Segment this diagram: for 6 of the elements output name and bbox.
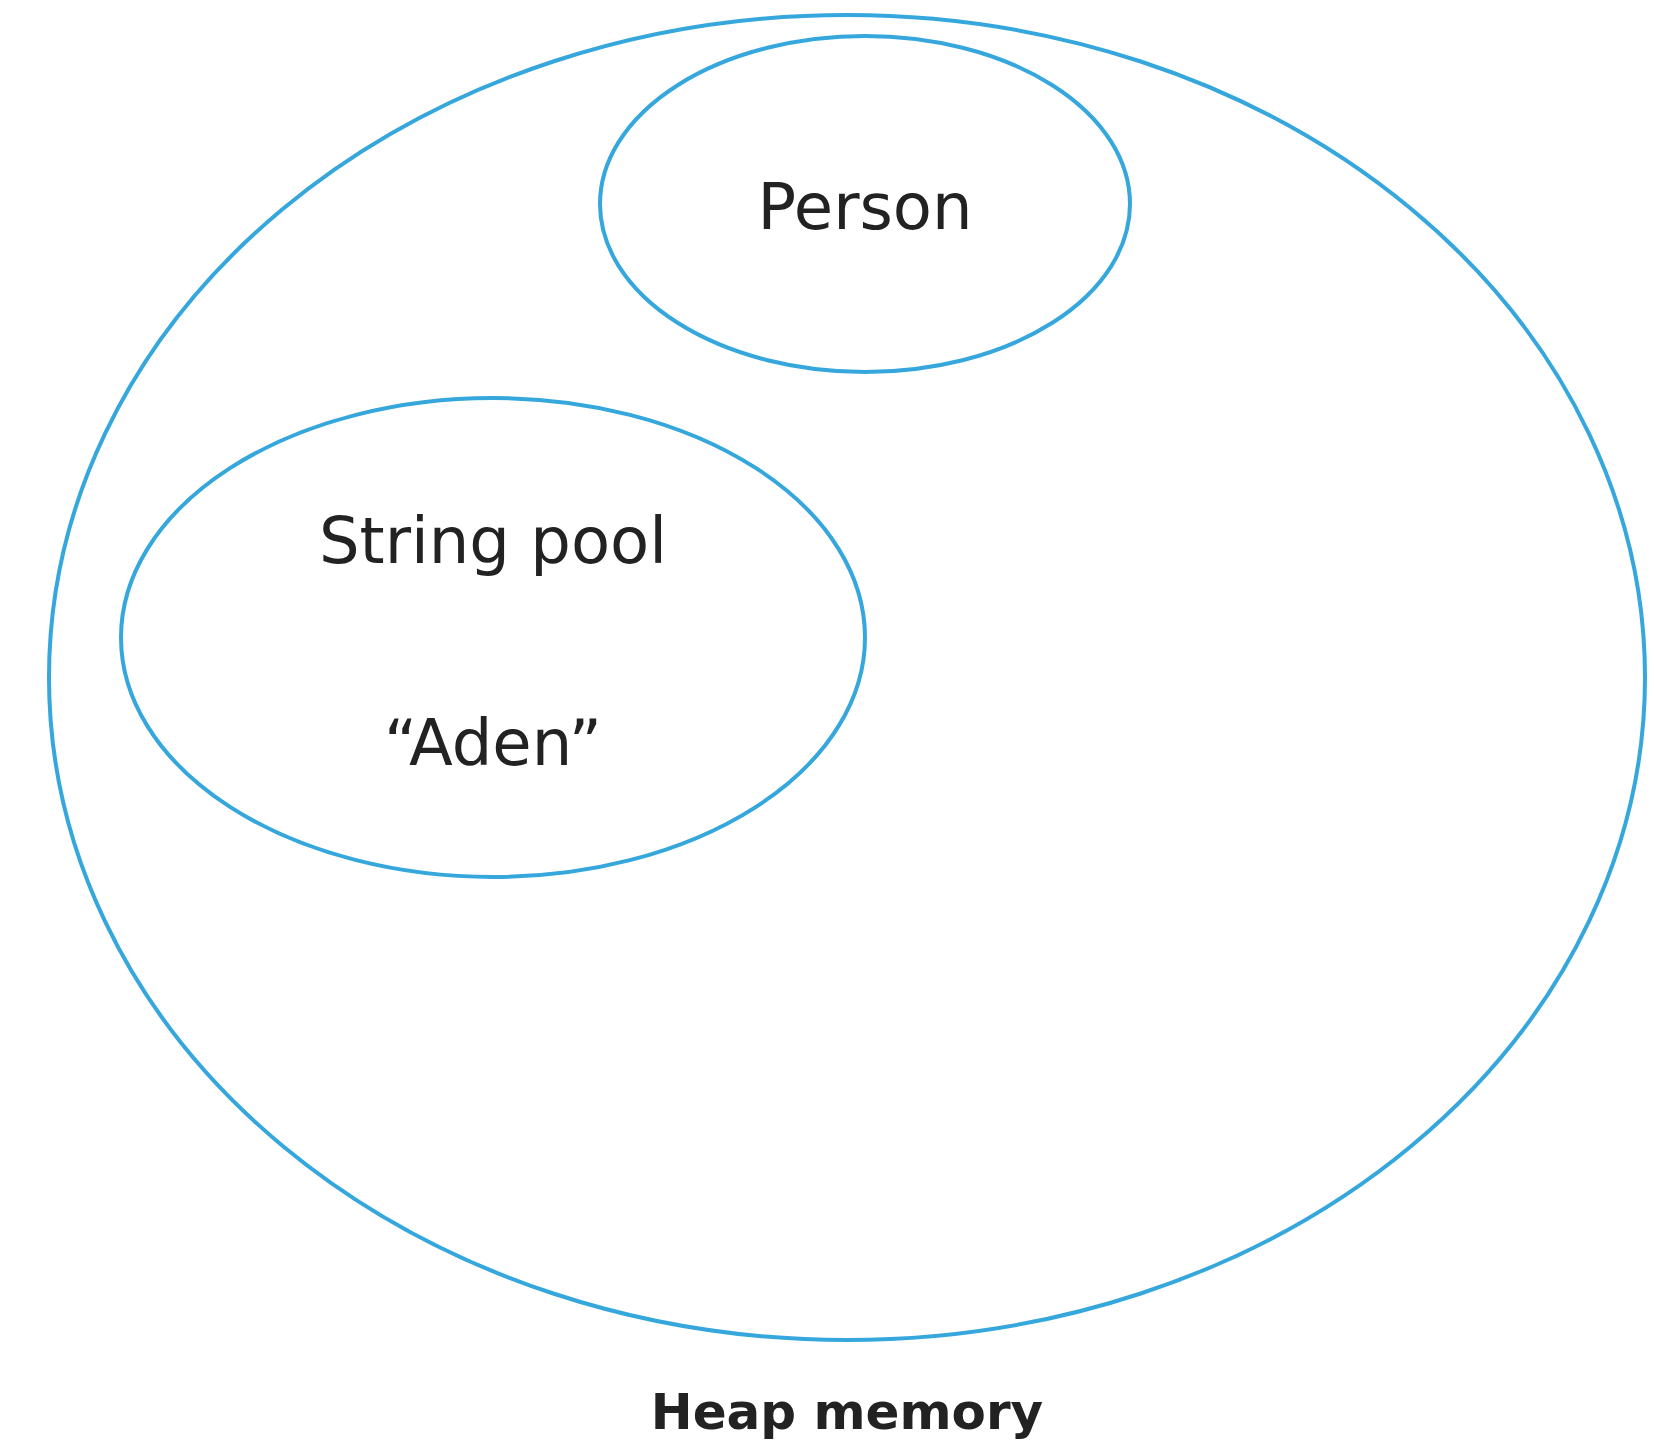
object-ellipse (598, 34, 1132, 374)
node-label: String pool (318, 504, 668, 578)
pool-ellipse (119, 396, 867, 879)
string-literal: “Aden” (384, 706, 602, 780)
heading: Heap memory (650, 1383, 1044, 1441)
node-label: Person (757, 170, 973, 244)
